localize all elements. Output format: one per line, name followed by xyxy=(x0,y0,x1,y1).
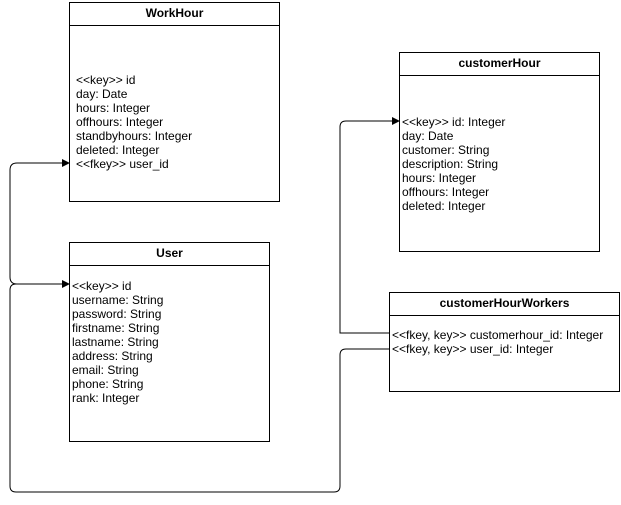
field-standbyhours: standbyhours: Integer xyxy=(76,129,193,143)
field-offhours: offhours: Integer xyxy=(76,115,164,129)
field-customerhour-id: <<fkey, key>> customerhour_id: Integer xyxy=(392,328,604,342)
field-id: <<key>> id: Integer xyxy=(402,115,506,129)
field-id: <<key>> id xyxy=(72,279,132,293)
field-lastname: lastname: String xyxy=(72,335,159,349)
entity-customerhour[interactable]: customerHour <<key>> id: Integer day: Da… xyxy=(399,52,600,252)
field-day: day: Date xyxy=(76,87,128,101)
field-user-id: <<fkey, key>> user_id: Integer xyxy=(392,342,554,356)
field-firstname: firstname: String xyxy=(72,321,160,335)
field-offhours: offhours: Integer xyxy=(402,185,490,199)
field-hours: hours: Integer xyxy=(76,101,151,115)
field-customer: customer: String xyxy=(402,143,490,157)
field-address: address: String xyxy=(72,349,153,363)
field-password: password: String xyxy=(72,307,162,321)
field-username: username: String xyxy=(72,293,164,307)
entity-user[interactable]: User <<key>> id username: String passwor… xyxy=(69,242,270,442)
entity-fields: <<key>> id username: String password: St… xyxy=(72,279,267,405)
entity-customerhourworkers[interactable]: customerHourWorkers <<fkey, key>> custom… xyxy=(389,292,620,392)
field-hours: hours: Integer xyxy=(402,171,477,185)
connector-workers-user xyxy=(9,280,389,493)
field-deleted: deleted: Integer xyxy=(76,143,160,157)
field-id: <<key>> id xyxy=(76,73,136,87)
entity-title: customerHour xyxy=(400,53,599,76)
entity-fields: <<fkey, key>> customerhour_id: Integer <… xyxy=(392,328,617,356)
connector-workers-customerhour xyxy=(339,117,400,334)
field-email: email: String xyxy=(72,363,139,377)
field-user-id: <<fkey>> user_id xyxy=(76,157,169,171)
entity-fields: <<key>> id day: Date hours: Integer offh… xyxy=(76,73,277,171)
field-description: description: String xyxy=(402,157,499,171)
field-rank: rank: Integer xyxy=(72,391,140,405)
field-deleted: deleted: Integer xyxy=(402,199,486,213)
entity-title: customerHourWorkers xyxy=(390,293,619,316)
connector-workhour-user xyxy=(9,159,70,285)
entity-title: WorkHour xyxy=(70,3,279,26)
entity-workhour[interactable]: WorkHour <<key>> id day: Date hours: Int… xyxy=(69,2,280,202)
entity-fields: <<key>> id: Integer day: Date customer: … xyxy=(402,115,597,213)
entity-title: User xyxy=(70,243,269,266)
field-day: day: Date xyxy=(402,129,454,143)
field-phone: phone: String xyxy=(72,377,144,391)
